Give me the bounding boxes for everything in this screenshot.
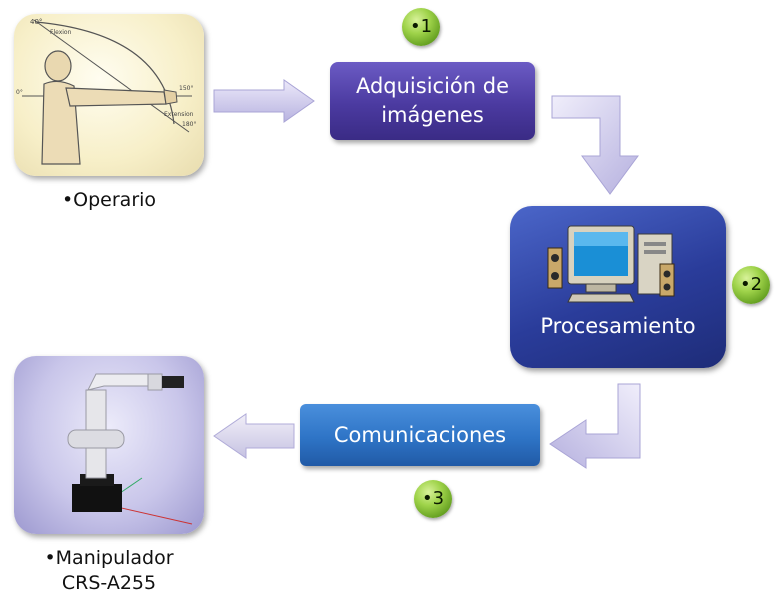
manipulator-caption-line2: CRS-A255 xyxy=(61,572,157,594)
arm-motion-sketch: 40° Flexion 150° Extension 180° 0° xyxy=(16,18,196,165)
communications-box: Comunicaciones xyxy=(300,404,540,466)
arrow-communications-to-manipulator xyxy=(213,413,295,459)
sketch-label-150: 150° xyxy=(179,85,193,92)
step-badge-2: •2 xyxy=(732,266,770,304)
arrow-operator-to-acquisition xyxy=(213,79,315,123)
sketch-label-extension: Extension xyxy=(164,111,194,118)
manipulator-image xyxy=(14,356,204,534)
operator-caption: •Operario xyxy=(61,189,157,211)
arrow-processing-to-communications xyxy=(549,383,641,469)
processing-label: Procesamiento xyxy=(540,314,696,338)
manipulator-caption-line1: •Manipulador xyxy=(44,547,174,569)
processing-box: Procesamiento xyxy=(510,206,726,368)
computer-icon xyxy=(547,225,675,303)
sketch-label-180: 180° xyxy=(182,121,196,128)
manipulator-caption: •Manipulador CRS-A255 xyxy=(14,546,204,596)
step-badge-3: •3 xyxy=(414,480,452,518)
operator-image: 40° Flexion 150° Extension 180° 0° xyxy=(14,14,204,176)
step-badge-1: •1 xyxy=(402,8,440,46)
communications-label: Comunicaciones xyxy=(333,422,507,447)
acquisition-box: Adquisición de imágenes xyxy=(330,62,535,140)
acquisition-label: Adquisición de imágenes xyxy=(355,74,510,127)
arrow-acquisition-to-processing xyxy=(551,95,639,195)
robot-arm-icon xyxy=(67,373,193,525)
sketch-label-flexion: Flexion xyxy=(50,29,72,36)
sketch-label-left: 0° xyxy=(16,89,23,96)
sketch-label-top: 40° xyxy=(30,18,42,26)
